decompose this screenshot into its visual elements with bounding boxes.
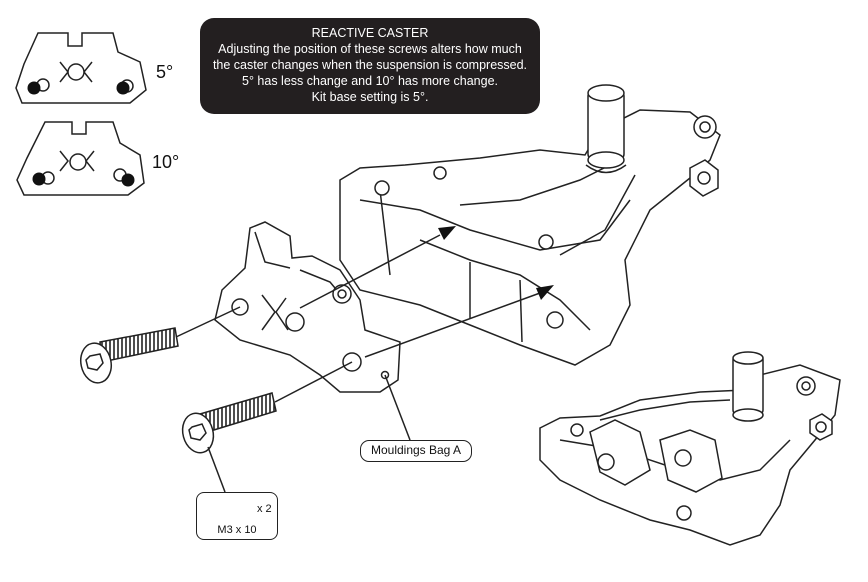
note-line: Kit base setting is 5°. <box>311 90 429 104</box>
note-line: the caster changes when the suspension i… <box>212 58 528 72</box>
angle-label-10: 10° <box>152 152 180 172</box>
mouldings-bag-callout: Mouldings Bag A <box>360 440 472 462</box>
screw-hole-10-left <box>32 172 46 186</box>
hardware-leader <box>207 446 226 493</box>
assembly-lines <box>175 234 541 403</box>
screw-hole-5-left <box>27 81 41 95</box>
hardware-spec: M3 x 10 <box>217 524 257 536</box>
arrowhead-upper <box>438 226 456 240</box>
callout-leader <box>384 374 411 441</box>
caster-insert-exploded <box>214 221 401 393</box>
note-title: REACTIVE CASTER <box>311 26 429 40</box>
note-line: 5° has less change and 10° has more chan… <box>242 74 498 88</box>
insert-plate-10-degree <box>16 121 145 196</box>
screw-lower <box>181 392 277 454</box>
hub-carrier-main <box>339 84 721 366</box>
screw-hole-5-right <box>116 81 130 95</box>
angle-label-5: 5° <box>156 62 174 82</box>
arrowhead-lower <box>536 285 554 300</box>
hub-carrier-assembled <box>539 351 841 546</box>
screw-upper <box>79 327 179 384</box>
screw-hole-10-right <box>121 173 135 187</box>
reactive-caster-note: REACTIVE CASTER Adjusting the position o… <box>200 18 540 114</box>
hardware-callout: x 2 M3 x 10 <box>196 492 278 540</box>
note-line: Adjusting the position of these screws a… <box>218 42 522 56</box>
hardware-quantity: x 2 <box>257 503 272 515</box>
